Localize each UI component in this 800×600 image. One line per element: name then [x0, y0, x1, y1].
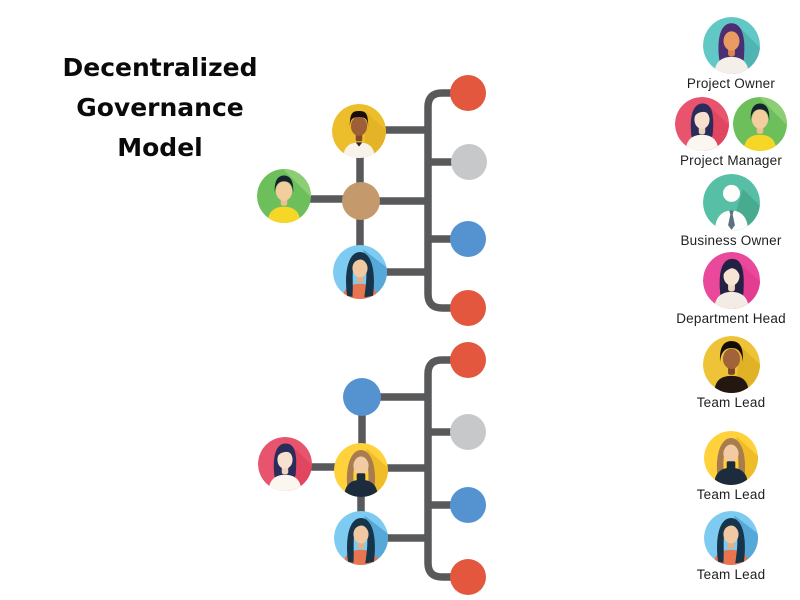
legend-item-business-owner: Business Owner — [651, 174, 800, 248]
green-man-avatar-icon — [733, 97, 787, 151]
tree1-leaf-4 — [450, 290, 486, 326]
tree2-leaf-3 — [450, 487, 486, 523]
yellow-woman-avatar-icon — [704, 431, 758, 485]
magenta-woman-avatar-icon — [703, 252, 760, 309]
teal-woman-avatar-icon — [703, 17, 760, 74]
page-title: Decentralized Governance Model — [28, 48, 292, 168]
tree2-leaf-1 — [450, 342, 486, 378]
tree1-team-lead-avatar-top — [332, 104, 386, 158]
legend-item-project-owner: Project Owner — [651, 17, 800, 91]
person-tie-avatar-icon — [703, 174, 760, 231]
tree2-trunk — [424, 356, 462, 581]
pink-woman-avatar-icon — [675, 97, 729, 151]
tree2-top-circle — [343, 378, 381, 416]
tree1-leaf-1 — [450, 75, 486, 111]
tree1-team-lead-avatar-bottom — [333, 245, 387, 299]
yellow-man-avatar-icon — [703, 336, 760, 393]
tree2-team-lead-avatar-hub — [334, 443, 388, 497]
legend-item-team-lead-3: Team Lead — [651, 511, 800, 582]
tree2-leaf-2 — [450, 414, 486, 450]
tree1-trunk — [424, 89, 462, 312]
tree1-hub-circle — [342, 182, 380, 220]
legend-item-team-lead-1: Team Lead — [651, 336, 800, 410]
legend-label-project-manager: Project Manager — [679, 153, 783, 168]
legend: Project Owner Project Manager Business O… — [651, 0, 800, 600]
title-line-2: Governance — [76, 93, 244, 122]
legend-item-department-head: Department Head — [651, 252, 800, 326]
legend-label-business-owner: Business Owner — [680, 233, 782, 248]
legend-item-project-manager: Project Manager — [651, 97, 800, 168]
legend-label-team-lead-2: Team Lead — [696, 487, 766, 502]
legend-item-team-lead-2: Team Lead — [651, 431, 800, 502]
tree2-project-manager-avatar-left — [258, 437, 312, 491]
legend-label-department-head: Department Head — [676, 311, 786, 326]
legend-label-team-lead-1: Team Lead — [696, 395, 766, 410]
tree2-team-lead-avatar-bottom — [334, 511, 388, 565]
tree2-leaf-4 — [450, 559, 486, 595]
blue-woman-avatar-icon — [704, 511, 758, 565]
legend-label-team-lead-3: Team Lead — [696, 567, 766, 582]
legend-label-project-owner: Project Owner — [686, 76, 776, 91]
title-line-3: Model — [117, 133, 203, 162]
tree1-project-manager-avatar-left — [257, 169, 311, 223]
tree1-leaf-2 — [451, 144, 487, 180]
tree1-leaf-3 — [450, 221, 486, 257]
title-line-1: Decentralized — [62, 53, 258, 82]
